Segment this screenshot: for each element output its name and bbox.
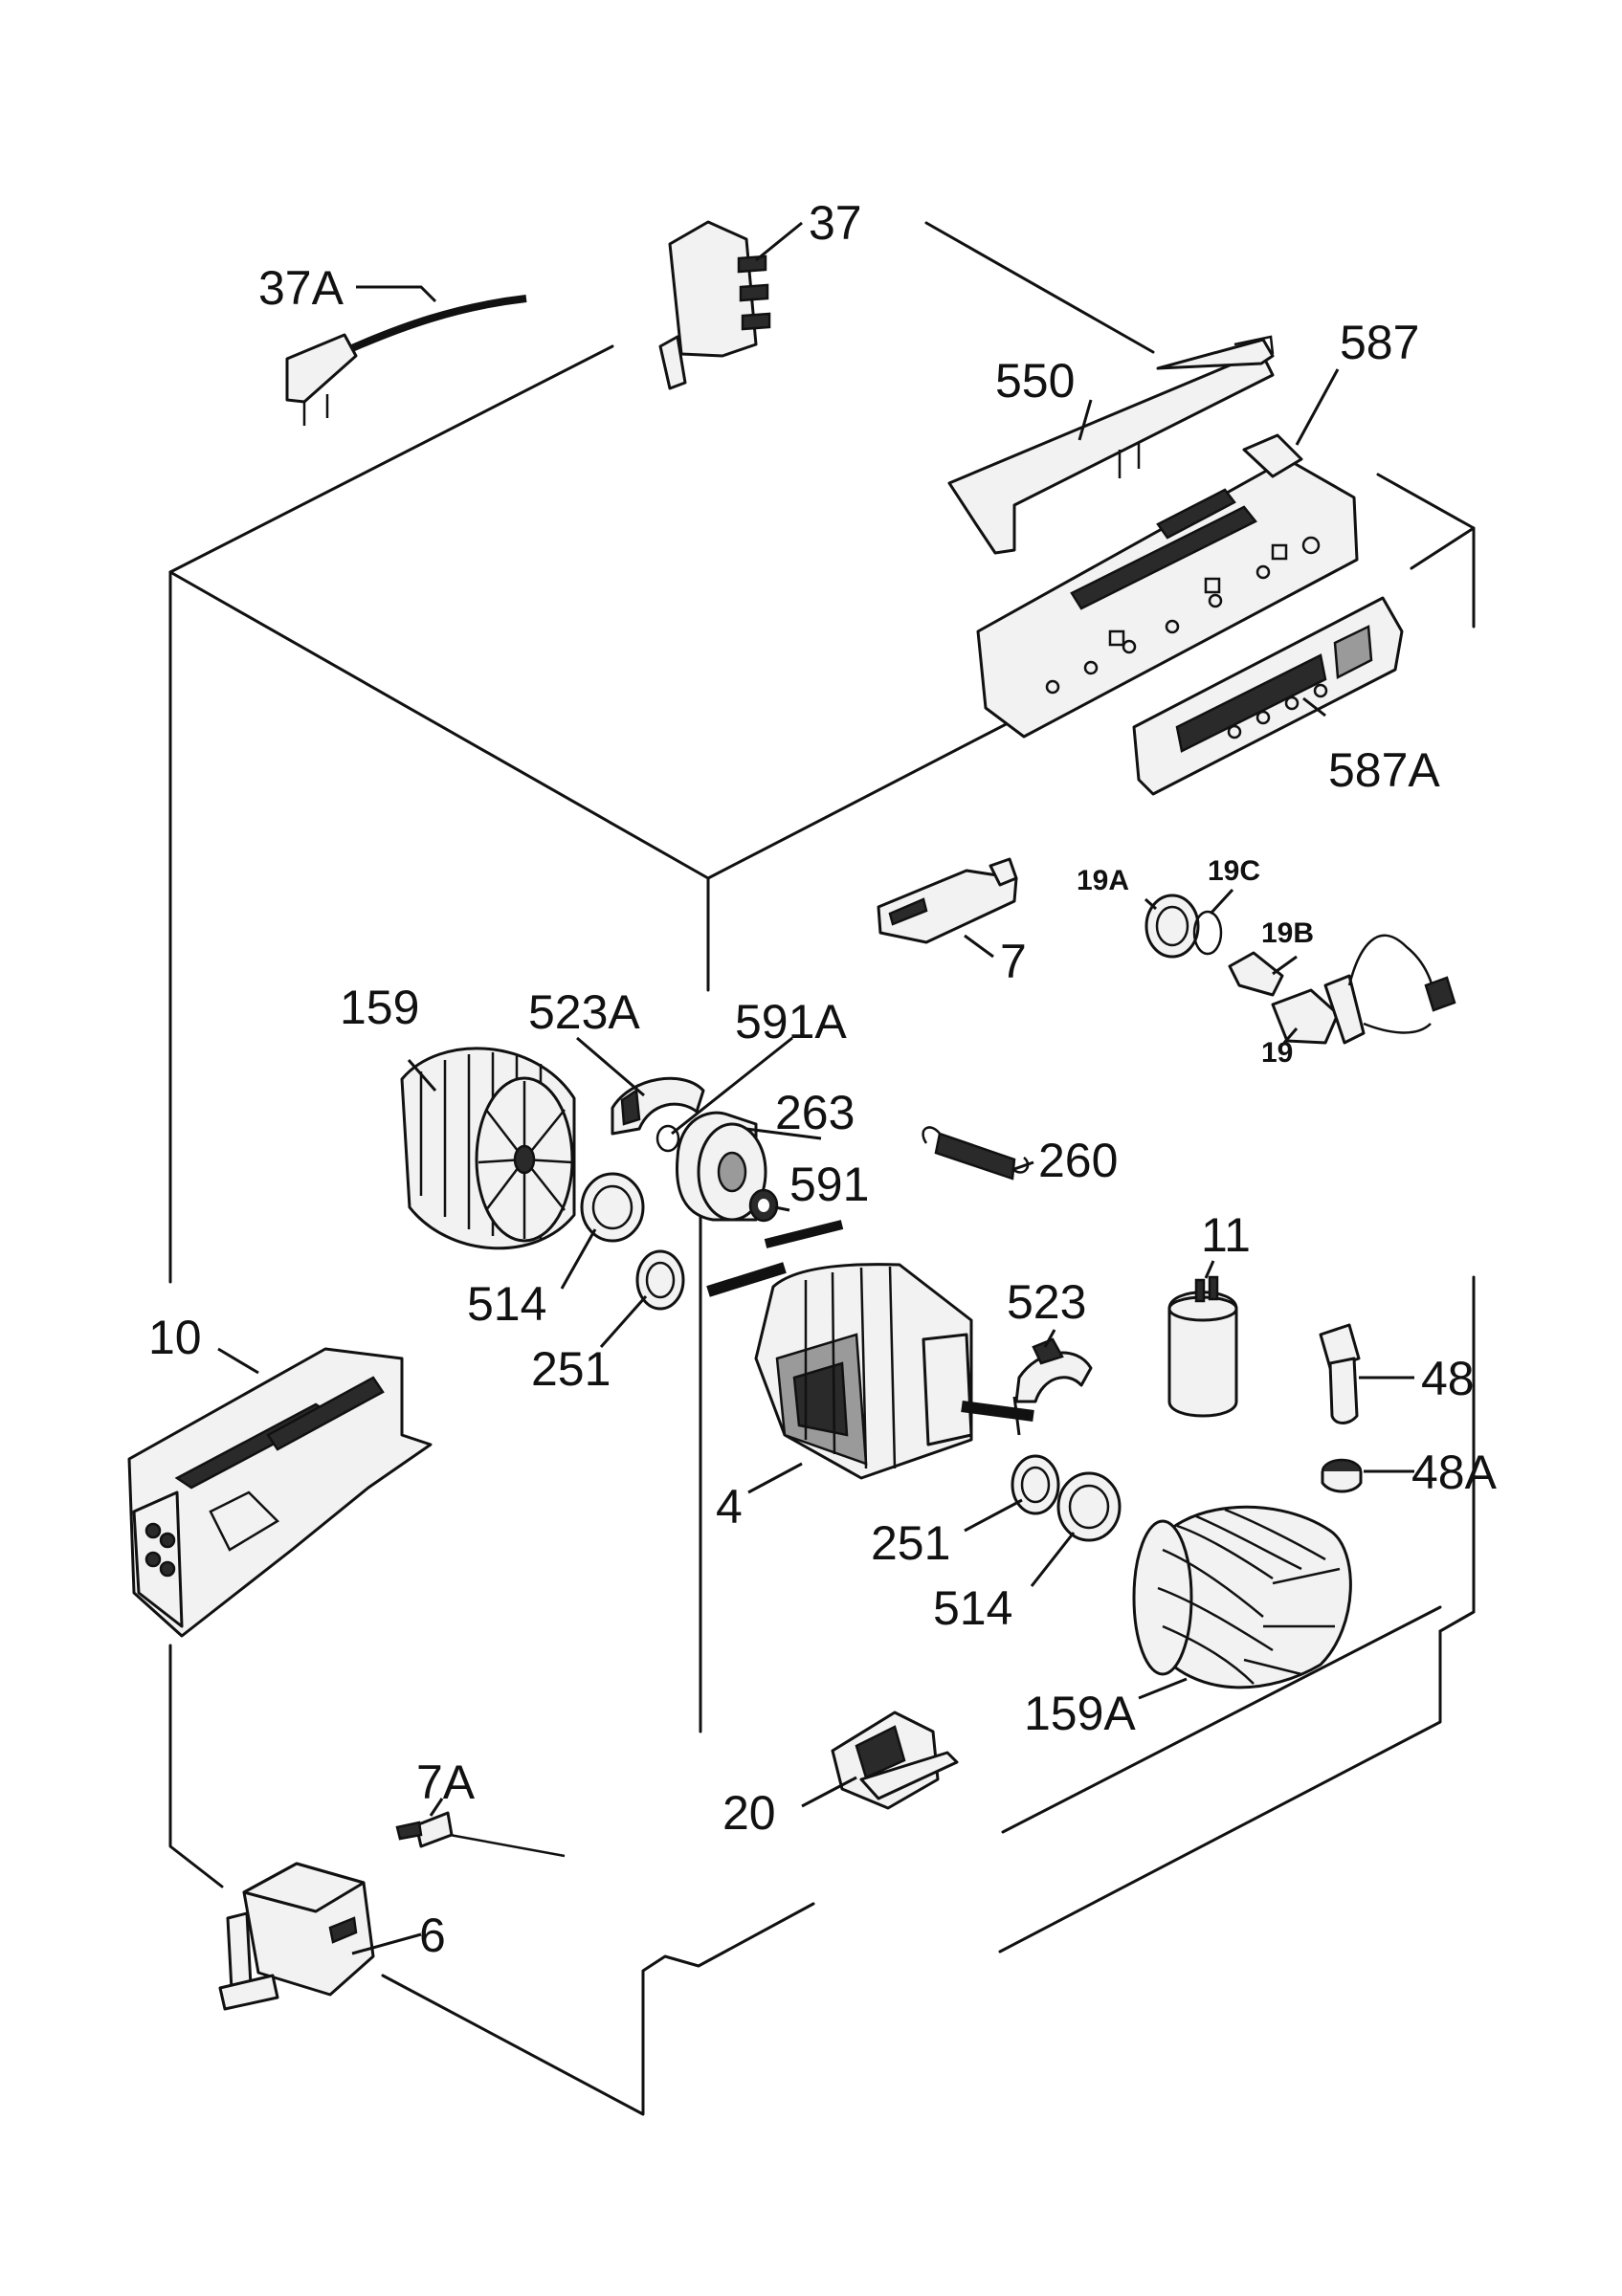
label-591: 591 bbox=[789, 1158, 869, 1211]
bearing-ring-251-right-part bbox=[1011, 1454, 1060, 1515]
bearing-ring-251-left-part bbox=[635, 1249, 685, 1311]
label-550: 550 bbox=[995, 354, 1075, 408]
label-587A: 587A bbox=[1328, 743, 1440, 797]
label-19B: 19B bbox=[1261, 917, 1314, 949]
label-19C: 19C bbox=[1208, 855, 1260, 887]
lamp-assembly-part bbox=[1144, 894, 1456, 1045]
heater-part bbox=[127, 1347, 433, 1638]
label-251-right: 251 bbox=[871, 1516, 950, 1570]
label-19A: 19A bbox=[1077, 865, 1129, 896]
label-263: 263 bbox=[775, 1086, 855, 1139]
sensor-48-part bbox=[1319, 1323, 1361, 1424]
label-7A: 7A bbox=[416, 1755, 476, 1809]
label-19: 19 bbox=[1261, 1037, 1293, 1069]
label-20: 20 bbox=[722, 1786, 776, 1840]
label-6: 6 bbox=[419, 1909, 446, 1962]
label-514-right: 514 bbox=[933, 1581, 1012, 1635]
label-159: 159 bbox=[340, 981, 419, 1034]
door-lock-part bbox=[877, 857, 1018, 944]
pulley-part bbox=[675, 1111, 767, 1222]
label-4: 4 bbox=[716, 1480, 743, 1534]
power-cord-part bbox=[285, 295, 527, 426]
label-587: 587 bbox=[1340, 316, 1419, 369]
microswitch-part bbox=[395, 1811, 566, 1858]
control-board-part bbox=[976, 433, 1359, 739]
label-37: 37 bbox=[809, 196, 862, 250]
label-523: 523 bbox=[1007, 1275, 1086, 1329]
drum-fan-wheel-part bbox=[400, 1047, 576, 1250]
label-48A: 48A bbox=[1411, 1446, 1498, 1499]
label-10: 10 bbox=[148, 1311, 202, 1364]
label-48: 48 bbox=[1421, 1352, 1475, 1405]
leader-lines bbox=[217, 221, 1414, 1955]
label-523A: 523A bbox=[528, 985, 640, 1039]
label-260: 260 bbox=[1038, 1134, 1118, 1187]
seal-48A-part bbox=[1321, 1458, 1363, 1493]
label-251-left: 251 bbox=[531, 1342, 611, 1396]
cabinet-outline bbox=[168, 221, 1476, 2116]
clip-ring-591A-part bbox=[655, 1124, 680, 1153]
shield-cover-part bbox=[947, 335, 1275, 555]
pump-part bbox=[218, 1862, 375, 2011]
label-37A: 37A bbox=[258, 261, 344, 315]
bracket-523-part bbox=[1014, 1337, 1093, 1403]
washer-591-part bbox=[748, 1188, 779, 1223]
bearing-514-right-part bbox=[1056, 1471, 1122, 1542]
capacitor-part bbox=[1167, 1275, 1238, 1418]
label-514-left: 514 bbox=[467, 1277, 546, 1331]
label-159A: 159A bbox=[1024, 1687, 1136, 1740]
bearing-514-left-part bbox=[580, 1172, 645, 1243]
bracket-20-part bbox=[831, 1711, 959, 1810]
tension-spring-part bbox=[922, 1126, 1030, 1181]
bracket-523A-part bbox=[611, 1076, 705, 1136]
motor-part bbox=[706, 1220, 1034, 1480]
label-591A: 591A bbox=[735, 995, 847, 1049]
blower-fan-part bbox=[1132, 1505, 1352, 1689]
label-7: 7 bbox=[1000, 935, 1027, 988]
terminal-block-part bbox=[658, 220, 771, 390]
callout-labels: 37A 37 550 587 587A 7 19A 19C 19B 19 159… bbox=[148, 196, 1498, 1962]
display-board-part bbox=[1132, 596, 1404, 796]
label-11: 11 bbox=[1201, 1208, 1251, 1262]
